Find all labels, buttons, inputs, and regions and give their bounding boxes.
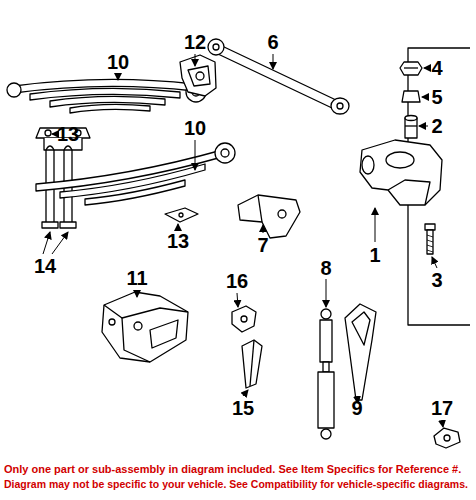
- callout-number: 13: [167, 231, 189, 251]
- callout-number: 16: [226, 271, 248, 291]
- disclaimer-note: Diagram may not be specific to your vehi…: [4, 478, 468, 491]
- callout-number: 8: [320, 258, 331, 278]
- callout-number: 17: [431, 398, 453, 418]
- callout-number: 3: [431, 270, 442, 290]
- callout-number: 14: [34, 256, 56, 276]
- callout-number: 9: [351, 398, 362, 418]
- callout-number: 10: [184, 118, 206, 138]
- disclaimer-note: Only one part or sub-assembly in diagram…: [4, 463, 461, 476]
- callout-number: 1: [369, 245, 380, 265]
- callout-number: 6: [267, 32, 278, 52]
- callout-number: 4: [431, 58, 442, 78]
- callout-number: 10: [107, 52, 129, 72]
- callout-number: 13: [57, 124, 79, 144]
- callout-number: 12: [184, 32, 206, 52]
- callout-number: 7: [257, 235, 268, 255]
- callout-number: 15: [232, 398, 254, 418]
- callout-number: 2: [431, 116, 442, 136]
- callout-number: 11: [126, 268, 147, 288]
- callout-number: 5: [431, 87, 442, 107]
